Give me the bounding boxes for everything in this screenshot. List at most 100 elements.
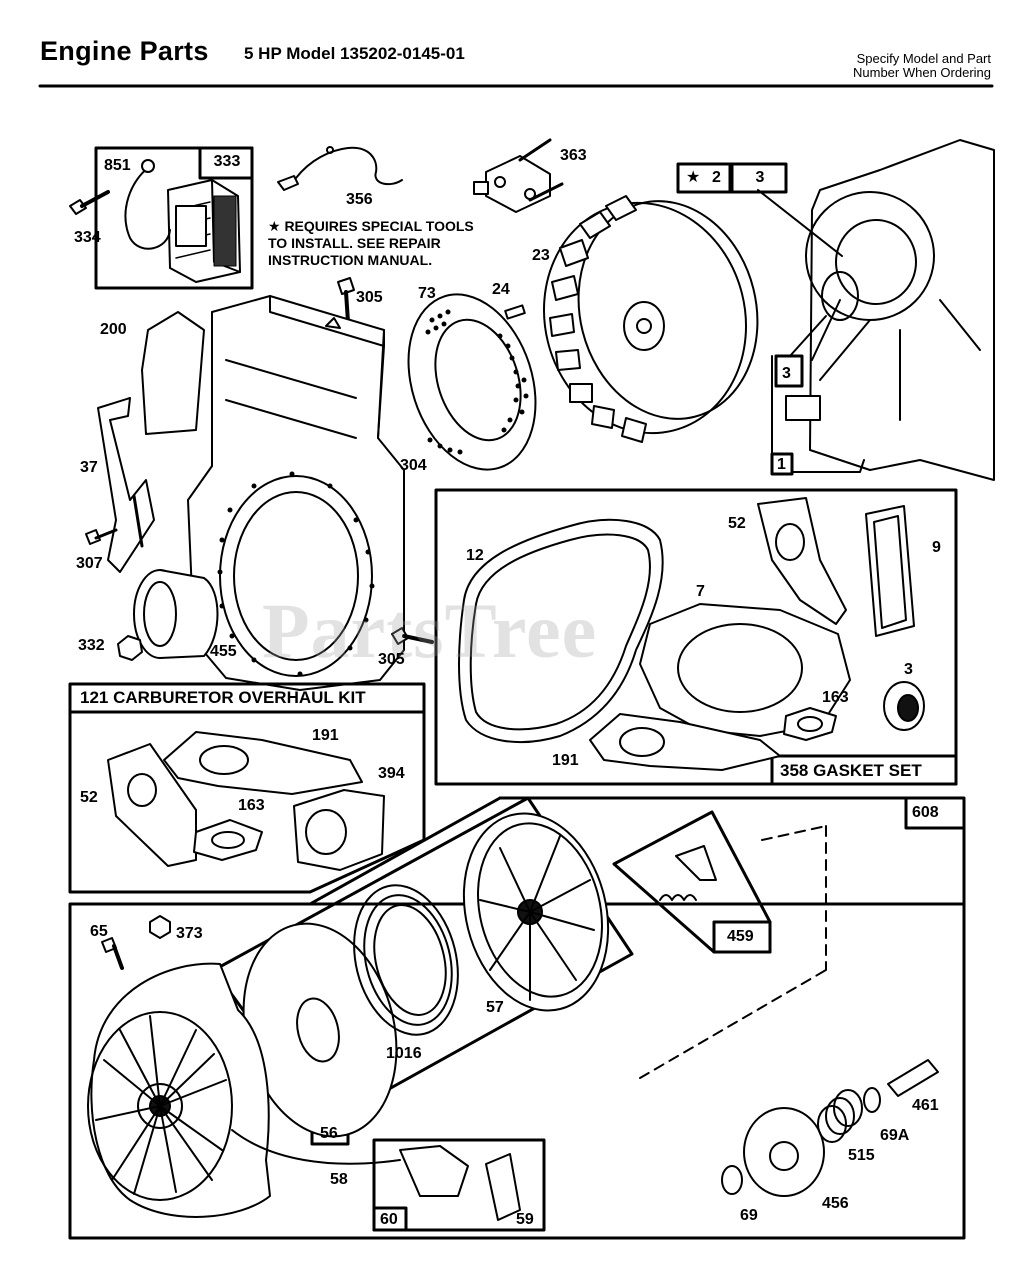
bolt-305-bottom — [391, 627, 434, 645]
part-label-334[interactable]: 334 — [74, 229, 101, 246]
nut-373 — [149, 915, 171, 939]
part-label-69A[interactable]: 69A — [880, 1127, 910, 1144]
rotating-screen-73 — [407, 293, 537, 471]
part-label-307[interactable]: 307 — [76, 555, 103, 572]
carb-gasket-52 — [107, 743, 197, 867]
callout-608[interactable]: 608 — [912, 804, 939, 821]
special-tools-line1: ★ REQUIRES SPECIAL TOOLS — [268, 218, 474, 234]
part-label-191-carb[interactable]: 191 — [312, 727, 339, 744]
callout-3[interactable]: 3 — [755, 169, 765, 186]
starter-pulley — [462, 812, 610, 1012]
ordering-note-line1: Specify Model and Part — [856, 51, 991, 66]
key-24 — [504, 304, 526, 320]
gasket-163-top — [783, 707, 837, 741]
watermark: PartsTree — [262, 587, 598, 674]
part-label-37[interactable]: 37 — [80, 459, 98, 476]
carb-gasket-394 — [293, 789, 385, 871]
part-label-373[interactable]: 373 — [176, 925, 203, 942]
starter-cup-455 — [133, 569, 219, 659]
screw-334 — [69, 190, 110, 215]
part-label-305-bottom[interactable]: 305 — [378, 651, 405, 668]
pawl-subassembly-box — [612, 810, 772, 954]
starter-rope-58 — [231, 1129, 401, 1165]
part-label-191-bottom[interactable]: 191 — [552, 752, 579, 769]
part-label-52-top[interactable]: 52 — [728, 515, 746, 532]
washer-69a — [863, 1087, 881, 1113]
callout-851[interactable]: 851 — [104, 157, 131, 174]
callout-56[interactable]: 56 — [320, 1125, 338, 1142]
air-guide-200 — [141, 311, 205, 435]
callout-60[interactable]: 60 — [380, 1211, 398, 1228]
cover-gasket-9 — [865, 505, 915, 637]
starter-handle — [399, 1145, 521, 1221]
page-title: Engine Parts — [40, 36, 209, 66]
part-label-7[interactable]: 7 — [696, 583, 705, 600]
part-label-12[interactable]: 12 — [466, 547, 484, 564]
callout-3b[interactable]: 3 — [782, 365, 791, 382]
air-guide-37 — [97, 397, 155, 573]
ordering-note-line2: Number When Ordering — [853, 65, 991, 80]
assembly-dash-lines — [639, 825, 827, 1079]
part-label-455[interactable]: 455 — [210, 643, 237, 660]
handle-subassembly-box — [372, 1138, 546, 1232]
part-label-305-top[interactable]: 305 — [356, 289, 383, 306]
cam-456 — [743, 1107, 825, 1197]
part-label-69[interactable]: 69 — [740, 1207, 758, 1224]
carburetor-kit-heading: 121 CARBURETOR OVERHAUL KIT — [80, 688, 366, 707]
bracket-363 — [473, 138, 564, 213]
part-label-3[interactable]: 3 — [904, 661, 913, 678]
ground-wire-356 — [277, 146, 403, 191]
part-label-52-carb[interactable]: 52 — [80, 789, 98, 806]
callout-1[interactable]: 1 — [777, 456, 786, 473]
part-label-73[interactable]: 73 — [418, 285, 436, 302]
part-label-332[interactable]: 332 — [78, 637, 105, 654]
screw-65 — [101, 937, 124, 970]
part-label-59[interactable]: 59 — [516, 1211, 534, 1228]
part-label-1016[interactable]: 1016 — [386, 1045, 422, 1062]
part-label-363[interactable]: 363 — [560, 147, 587, 164]
carb-gasket-163 — [193, 819, 263, 861]
part-label-65[interactable]: 65 — [90, 923, 108, 940]
special-tools-line2: TO INSTALL. SEE REPAIR — [268, 235, 441, 251]
crankcase-1 — [676, 139, 995, 481]
nut-332 — [117, 635, 143, 661]
part-label-456[interactable]: 456 — [822, 1195, 849, 1212]
part-label-24[interactable]: 24 — [492, 281, 510, 298]
crankcase-gasket-12 — [458, 518, 664, 744]
rewind-spring-57 — [353, 884, 459, 1036]
part-label-163-carb[interactable]: 163 — [238, 797, 265, 814]
special-tool-star-icon: ★ — [686, 169, 701, 186]
special-tools-note: ★ REQUIRES SPECIAL TOOLS TO INSTALL. SEE… — [268, 218, 474, 269]
model-subtitle: 5 HP Model 135202-0145-01 — [244, 44, 465, 63]
part-label-23[interactable]: 23 — [532, 247, 550, 264]
carburetor-kit-box — [68, 682, 426, 894]
armature-group — [94, 146, 254, 290]
gasket-set-box — [434, 488, 958, 786]
oil-seal-3 — [883, 681, 925, 731]
washer-69 — [721, 1165, 743, 1195]
intake-gasket-52 — [757, 497, 847, 625]
part-label-515[interactable]: 515 — [848, 1147, 875, 1164]
part-label-58[interactable]: 58 — [330, 1171, 348, 1188]
callout-2[interactable]: 2 — [712, 169, 721, 186]
part-label-304[interactable]: 304 — [400, 457, 427, 474]
callout-459[interactable]: 459 — [727, 928, 754, 945]
carb-gasket-191 — [163, 731, 363, 795]
part-label-9[interactable]: 9 — [932, 539, 941, 556]
part-label-200[interactable]: 200 — [100, 321, 127, 338]
screw-307 — [85, 528, 118, 545]
part-label-461[interactable]: 461 — [912, 1097, 939, 1114]
gasket-191-bottom — [589, 713, 781, 771]
part-label-394[interactable]: 394 — [378, 765, 405, 782]
blower-housing-304 — [187, 295, 405, 691]
starter-housing — [87, 962, 271, 1218]
pin-461 — [887, 1059, 939, 1097]
part-label-57[interactable]: 57 — [486, 999, 504, 1016]
callout-333[interactable]: 333 — [213, 153, 241, 170]
part-label-356[interactable]: 356 — [346, 191, 373, 208]
part-label-163-top[interactable]: 163 — [822, 689, 849, 706]
bolt-305-top — [337, 277, 355, 324]
ordering-note: Specify Model and Part Number When Order… — [853, 52, 991, 80]
